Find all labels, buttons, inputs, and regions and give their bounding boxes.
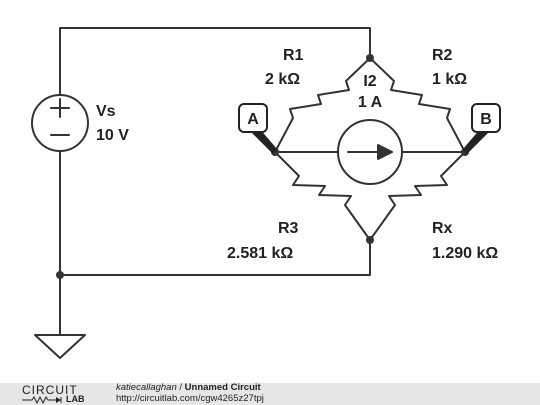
node-left (56, 271, 64, 279)
probe-b-label: B (480, 111, 492, 128)
i2-name: I2 (363, 73, 376, 90)
probe-b[interactable]: B (463, 103, 501, 154)
r1-name: R1 (283, 47, 304, 64)
meta-separator: / (176, 382, 185, 393)
current-arrow-icon (377, 144, 393, 160)
r3-value: 2.581 kΩ (227, 245, 293, 262)
resistor-rx[interactable] (369, 151, 466, 241)
node-bottom (366, 236, 374, 244)
probe-a-label: A (247, 111, 259, 128)
resistor-r2[interactable] (369, 57, 466, 153)
probe-a[interactable]: A (238, 103, 277, 154)
i2-value: 1 A (358, 94, 383, 111)
circuitlab-logo[interactable]: CIRCUIT LAB (22, 383, 102, 404)
voltage-source-symbol[interactable] (31, 94, 89, 152)
vs-value: 10 V (96, 127, 129, 144)
wire-bottom (59, 239, 371, 276)
logo-top-text: CIRCUIT (22, 383, 78, 397)
circuit-url[interactable]: http://circuitlab.com/cgw4265z27tpj (116, 392, 264, 404)
current-source-symbol[interactable] (337, 119, 403, 185)
node-top (366, 54, 374, 62)
circuit-title: Unnamed Circuit (184, 382, 261, 393)
r3-name: R3 (278, 220, 299, 237)
rx-value: 1.290 kΩ (432, 245, 498, 262)
r2-value: 1 kΩ (432, 71, 467, 88)
r2-name: R2 (432, 47, 453, 64)
logo-bottom-text: LAB (66, 394, 85, 404)
r1-value: 2 kΩ (265, 71, 300, 88)
footer-bar: CIRCUIT LAB katiecallaghan / Unnamed Cir… (0, 382, 540, 405)
wire-top (59, 27, 371, 96)
rx-name: Rx (432, 220, 453, 237)
schematic: A B Vs 10 V R1 2 kΩ R2 1 kΩ I2 1 A R3 2.… (31, 27, 501, 359)
resistor-r3[interactable] (274, 151, 371, 241)
vs-name: Vs (96, 103, 116, 120)
ground-symbol (34, 334, 86, 359)
resistor-r1[interactable] (274, 57, 371, 153)
author-link[interactable]: katiecallaghan (116, 382, 177, 393)
circuit-meta: katiecallaghan / Unnamed Circuit http://… (116, 382, 264, 404)
resistor-logo-icon (22, 396, 62, 404)
